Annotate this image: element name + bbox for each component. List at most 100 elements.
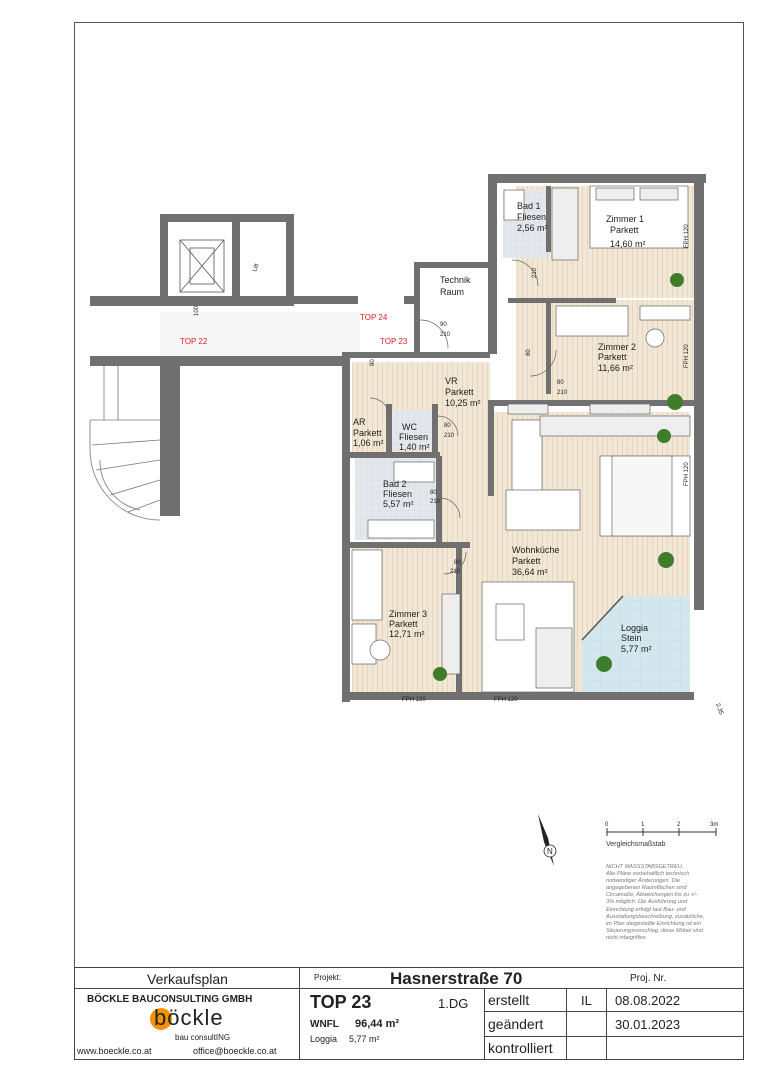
door-dimensions: 90 210 80 210 80 210 80 210 80 210 210 8… <box>194 267 568 575</box>
lift-shaft <box>179 239 225 293</box>
bad1-name: Bad 1 <box>517 201 541 211</box>
fph-wohnkueche: FPH 120 <box>684 462 690 486</box>
loggia-value: 5,77 m² <box>349 1034 380 1044</box>
disclaimer-line: nicht inbegriffen. <box>606 934 648 941</box>
wnfl-value: 96,44 m² <box>355 1018 400 1030</box>
wc-name: WC <box>402 422 417 432</box>
zimmer3-area: 12,71 m² <box>389 629 425 639</box>
disclaimer-line: Einrichtung erfolgt laut Bau- und <box>606 906 686 913</box>
scale-tick-3: 3m <box>710 822 718 828</box>
title-block: Verkaufsplan Projekt: Hasnerstraße 70 Pr… <box>74 967 744 1060</box>
door-swings <box>369 259 624 641</box>
plan-type-cell: Verkaufsplan <box>74 967 300 989</box>
website-link[interactable]: www.boeckle.co.at <box>77 1046 152 1056</box>
changed-date: 30.01.2023 <box>615 1017 681 1032</box>
disclaimer-line: Ausstattungsbeschreibung, zusätzliche, <box>606 913 705 920</box>
wohnkueche-area: 36,64 m² <box>512 567 548 577</box>
logo-subtitle: bau consultING <box>175 1033 231 1042</box>
plan-type: Verkaufsplan <box>147 971 228 987</box>
email-link[interactable]: office@boeckle.co.at <box>193 1046 277 1056</box>
zimmer2-floor: Parkett <box>598 352 627 362</box>
disclaimer-line: im Plan dargestellte Einrichtung ist ein <box>606 920 701 927</box>
zimmer3-floor: Parkett <box>389 619 418 629</box>
company-cell: BÖCKLE BAUCONSULTING GMBH böckle bau con… <box>74 988 300 1060</box>
zimmer1-name: Zimmer 1 <box>606 214 644 224</box>
dim-210: 210 <box>532 267 538 278</box>
created-initials: IL <box>581 993 592 1008</box>
disclaimer-line: Circamaße, Abweichungen bis zu +/- <box>606 892 698 899</box>
dim-210: 210 <box>440 332 451 338</box>
row-checked-label-cell: kontrolliert <box>484 1036 567 1060</box>
fph-wohnkueche-south: FPH 120 <box>494 697 518 703</box>
fph-zimmer1: FPH 120 <box>684 224 690 248</box>
unit-cell: TOP 23 1.DG WNFL 96,44 m² Loggia 5,77 m² <box>299 988 485 1060</box>
created-label: erstellt <box>488 992 530 1008</box>
vr-area: 10,25 m² <box>445 398 481 408</box>
dim-210: 210 <box>444 433 455 439</box>
zimmer1-area: 14,60 m² <box>610 239 646 249</box>
wohnkueche-floor: Parkett <box>512 556 541 566</box>
company-name: BÖCKLE BAUCONSULTING GMBH <box>87 994 253 1005</box>
room-labels: Technik Raum Bad 1 Fliesen 2,56 m² Zimme… <box>353 201 652 654</box>
dim-210: 210 <box>430 499 441 505</box>
disclaimer-line: Alle Pläne vorbehaltlich technisch <box>606 871 690 878</box>
loggia-name: Loggia <box>621 623 648 633</box>
row-checked-initials-cell <box>566 1036 607 1060</box>
row-changed-initials-cell <box>566 1011 607 1037</box>
top23-label: TOP 23 <box>380 337 408 346</box>
project-number-label: Proj. Nr. <box>630 973 667 984</box>
wohnkueche-name: Wohnküche <box>512 545 559 555</box>
top22-label: TOP 22 <box>180 337 208 346</box>
disclaimer-line: 3% möglich. Die Ausführung und <box>606 899 688 906</box>
logo-mark <box>150 1008 172 1030</box>
wc-area: 1,40 m² <box>399 442 430 452</box>
row-created-initials-cell: IL <box>566 988 607 1012</box>
lift-label: Lift <box>252 263 260 273</box>
floor-level: 1.DG <box>438 996 469 1011</box>
technik-label-1: Technik <box>440 275 471 285</box>
bad2-floor: Fliesen <box>383 489 412 499</box>
checked-label: kontrolliert <box>488 1040 553 1056</box>
dim-210: 210 <box>557 390 568 396</box>
project-name: Hasnerstraße 70 <box>390 969 523 988</box>
scale-tick-0: 0 <box>605 822 609 828</box>
bad1-area: 2,56 m² <box>517 223 548 233</box>
top24-label: TOP 24 <box>360 313 388 322</box>
zimmer2-area: 11,66 m² <box>598 363 633 373</box>
dim-80: 80 <box>454 560 461 566</box>
dim-80: 80 <box>444 423 451 429</box>
bad1-floor: Fliesen <box>517 212 546 222</box>
ar-area: 1,06 m² <box>353 438 384 448</box>
vr-name: VR <box>445 376 458 386</box>
dim-100: 100 <box>194 305 200 316</box>
disclaimer-line: notwendiger Änderungen. Die <box>606 878 681 885</box>
created-date: 08.08.2022 <box>615 993 681 1008</box>
ar-name: AR <box>353 417 366 427</box>
north-label: N <box>547 847 553 856</box>
scale-tick-2: 2 <box>677 822 681 828</box>
furniture <box>351 185 691 693</box>
technik-label-2: Raum <box>440 287 464 297</box>
disclaimer-note: NICHT MASSSTABSGETREU. Alle Pläne vorbeh… <box>606 864 736 942</box>
row-changed-label-cell: geändert <box>484 1011 567 1037</box>
dim-90: 90 <box>440 322 447 328</box>
dim-80: 80 <box>526 349 532 356</box>
logo-text: böckle <box>154 1005 224 1030</box>
dim-80: 80 <box>557 380 564 386</box>
bad2-area: 5,57 m² <box>383 499 414 509</box>
dim-80: 80 <box>430 490 437 496</box>
scale-tick-1: 1 <box>641 822 645 828</box>
corner-dimension: 2,35 <box>714 703 724 717</box>
row-changed-date-cell: 30.01.2023 <box>606 1011 744 1037</box>
zimmer2-name: Zimmer 2 <box>598 342 636 352</box>
scale-label: Vergleichsmaßstab <box>606 841 666 848</box>
unit-name: TOP 23 <box>310 992 372 1012</box>
project-cell: Projekt: Hasnerstraße 70 Proj. Nr. <box>299 967 744 989</box>
loggia-floor: Stein <box>621 633 642 643</box>
zimmer1-floor: Parkett <box>610 225 639 235</box>
bad2-name: Bad 2 <box>383 479 407 489</box>
row-created-date-cell: 08.08.2022 <box>606 988 744 1012</box>
disclaimer-line: Situierungsvorschlag, diese Möbel sind <box>606 927 704 934</box>
dim-210: 210 <box>450 569 461 575</box>
